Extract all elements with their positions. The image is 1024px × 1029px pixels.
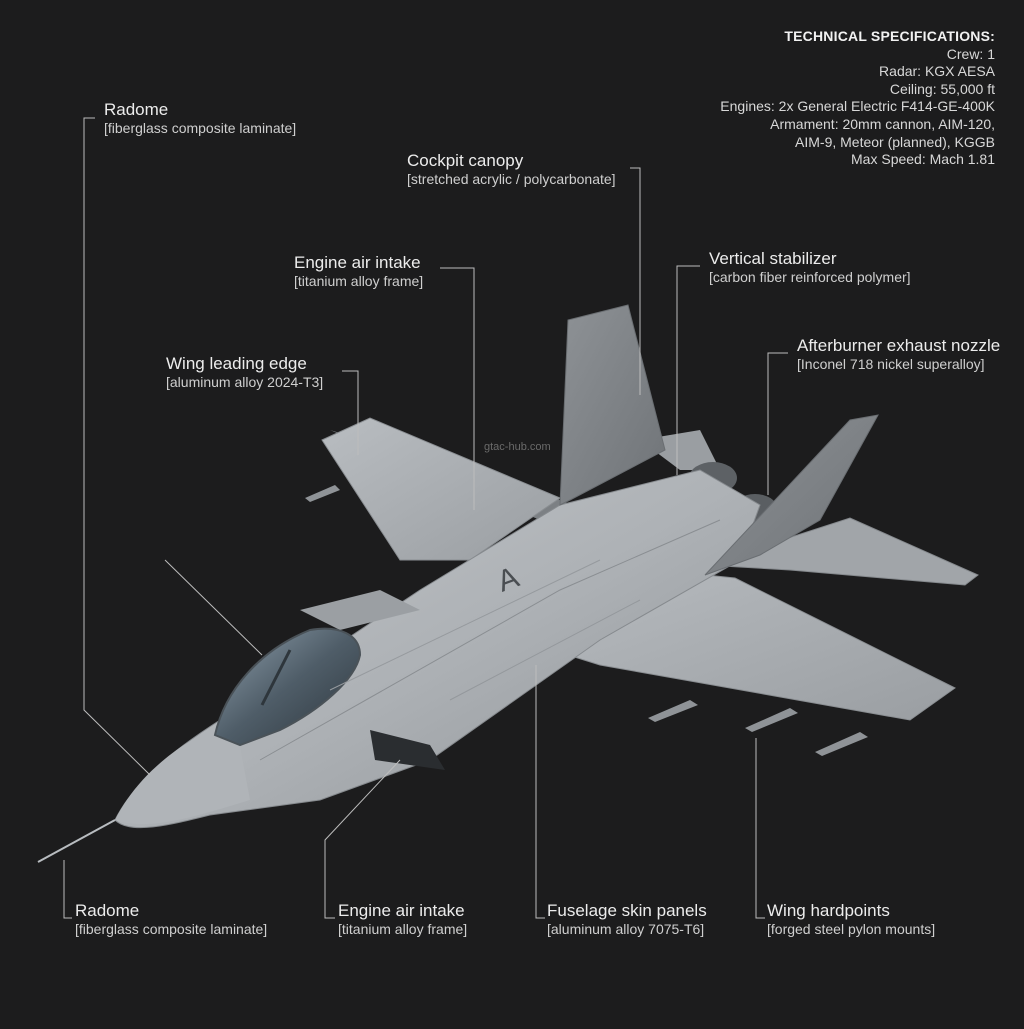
callout-title: Radome: [75, 901, 140, 920]
spec-line: Max Speed: Mach 1.81: [851, 151, 995, 168]
upper-intake-ramp: [300, 590, 420, 630]
pitot-probe: [37, 819, 116, 863]
hardpoint-missile: [815, 732, 868, 756]
hardpoint-missile: [745, 708, 798, 732]
callout-title: Fuselage skin panels: [547, 901, 707, 920]
callout-material: [titanium alloy frame]: [294, 273, 424, 290]
leader-line-intake-top: [440, 267, 475, 510]
panel-seam: [449, 599, 641, 701]
spec-line: Armament: 20mm cannon, AIM-120,: [770, 115, 995, 132]
specs-heading: TECHNICAL SPECIFICATIONS:: [784, 28, 995, 44]
hardpoint-missile: [305, 485, 340, 502]
callout-title: Engine air intake: [338, 901, 465, 920]
callout-title: Vertical stabilizer: [709, 249, 837, 268]
canopy-frame: [260, 649, 292, 706]
panel-seam: [329, 559, 601, 691]
watermark: gtac-hub.com: [484, 441, 551, 453]
spec-line: Engines: 2x General Electric F414-GE-400…: [720, 98, 995, 115]
leader-line-wing-leading-edge-lower: [164, 559, 263, 656]
callout-material: [Inconel 718 nickel superalloy]: [797, 356, 985, 373]
callout-material: [aluminum alloy 2024-T3]: [166, 374, 324, 391]
callout-cockpit-canopy: Cockpit canopy [stretched acrylic / poly…: [407, 151, 616, 188]
leader-line-wing-leading-edge: [342, 370, 359, 455]
leader-line-canopy: [630, 167, 641, 395]
left-vertical-stabilizer: [559, 304, 666, 506]
callout-engine-air-intake-top: Engine air intake [titanium alloy frame]: [294, 253, 423, 290]
callout-vertical-stabilizer: Vertical stabilizer [carbon fiber reinfo…: [709, 249, 911, 286]
leader-line-radome-top: [83, 117, 151, 776]
callout-radome-bottom: Radome [fiberglass composite laminate]: [75, 901, 267, 938]
callout-engine-air-intake-bottom: Engine air intake [titanium alloy frame]: [338, 901, 467, 938]
leader-line-afterburner: [767, 352, 788, 495]
spec-line: AIM-9, Meteor (planned), KGGB: [795, 133, 995, 150]
leader-line-radome-bottom: [63, 860, 72, 919]
callout-material: [titanium alloy frame]: [338, 921, 468, 938]
leader-line-fuselage: [535, 665, 545, 919]
callout-material: [fiberglass composite laminate]: [75, 921, 268, 938]
leader-line-hardpoints: [755, 738, 765, 919]
callout-title: Wing leading edge: [166, 354, 307, 373]
callout-material: [fiberglass composite laminate]: [104, 120, 297, 137]
leader-line-vertical-stabilizer: [676, 265, 700, 475]
callout-title: Cockpit canopy: [407, 151, 524, 170]
hardpoint-missile: [648, 700, 698, 722]
callout-title: Engine air intake: [294, 253, 421, 272]
callout-material: [carbon fiber reinforced polymer]: [709, 269, 911, 286]
leader-lines: [63, 117, 788, 919]
callout-title: Radome: [104, 100, 169, 119]
callout-wing-leading-edge: Wing leading edge [aluminum alloy 2024-T…: [166, 354, 323, 391]
callout-title: Afterburner exhaust nozzle: [797, 336, 1001, 355]
right-horizontal-stabilizer: [704, 517, 979, 586]
panel-seam: [259, 519, 721, 761]
right-vertical-stabilizer: [704, 414, 879, 576]
spec-line: Ceiling: 55,000 ft: [889, 80, 995, 97]
callout-title: Wing hardpoints: [767, 901, 890, 920]
callout-afterburner-exhaust-nozzle: Afterburner exhaust nozzle [Inconel 718 …: [797, 336, 1000, 373]
technical-specifications: TECHNICAL SPECIFICATIONS: Crew: 1 Radar:…: [720, 28, 995, 169]
radome-nose: [115, 720, 250, 825]
leader-line-intake-bottom: [324, 759, 401, 919]
callout-material: [aluminum alloy 7075-T6]: [547, 921, 705, 938]
callout-wing-hardpoints: Wing hardpoints [forged steel pylon moun…: [767, 901, 935, 938]
callout-material: [stretched acrylic / polycarbonate]: [407, 171, 616, 188]
callout-radome-top: Radome [fiberglass composite laminate]: [104, 100, 296, 137]
spec-line: Radar: KGX AESA: [879, 63, 995, 80]
left-wing: [321, 417, 562, 561]
cockpit-canopy: [213, 627, 362, 747]
callout-material: [forged steel pylon mounts]: [767, 921, 936, 938]
spec-line: Crew: 1: [946, 45, 995, 62]
callout-fuselage-skin-panels: Fuselage skin panels [aluminum alloy 707…: [547, 901, 707, 938]
engine-intake-opening: [370, 730, 445, 770]
